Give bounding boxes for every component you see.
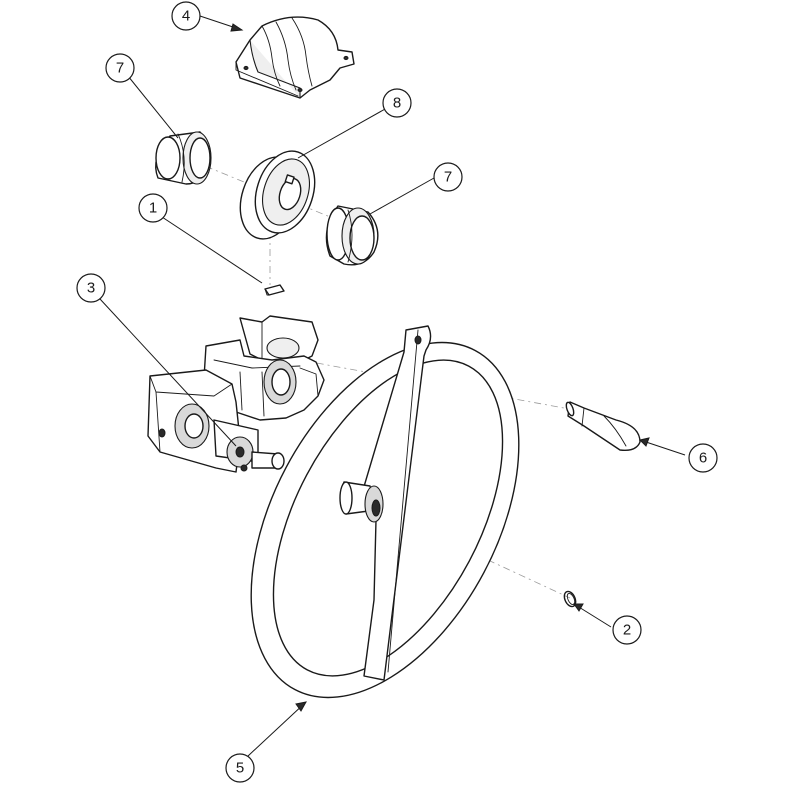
callout-8-label: 8 <box>393 95 401 112</box>
callout-7-right: 7 <box>433 162 463 192</box>
callout-5: 5 <box>225 753 255 783</box>
callout-2-label: 2 <box>623 622 631 639</box>
callout-8: 8 <box>382 88 412 118</box>
part-7-bushing-right <box>325 205 379 266</box>
callout-3-label: 3 <box>87 280 95 297</box>
callout-5-label: 5 <box>236 760 244 777</box>
part-4-cover <box>235 16 355 99</box>
callout-7-left-label: 7 <box>116 60 124 77</box>
callout-1: 1 <box>138 193 168 223</box>
part-1-key <box>264 284 285 296</box>
callout-6: 6 <box>688 443 718 473</box>
part-7-bushing-left <box>155 131 212 185</box>
callout-2: 2 <box>612 615 642 645</box>
leader-arrowheads <box>230 23 650 712</box>
callout-7-left: 7 <box>105 53 135 83</box>
callout-1-label: 1 <box>149 200 157 217</box>
part-5-handwheel <box>250 325 520 699</box>
callout-7-right-label: 7 <box>444 169 452 186</box>
callout-6-label: 6 <box>699 450 707 467</box>
part-6-handle <box>565 401 641 452</box>
leader-lines <box>99 15 686 757</box>
callout-4: 4 <box>171 1 201 31</box>
callout-4-label: 4 <box>182 8 190 25</box>
callout-3: 3 <box>76 273 106 303</box>
part-3-gearbox <box>147 315 325 473</box>
part-8-pulley <box>239 150 316 240</box>
part-2-retaining-ring <box>563 590 577 608</box>
